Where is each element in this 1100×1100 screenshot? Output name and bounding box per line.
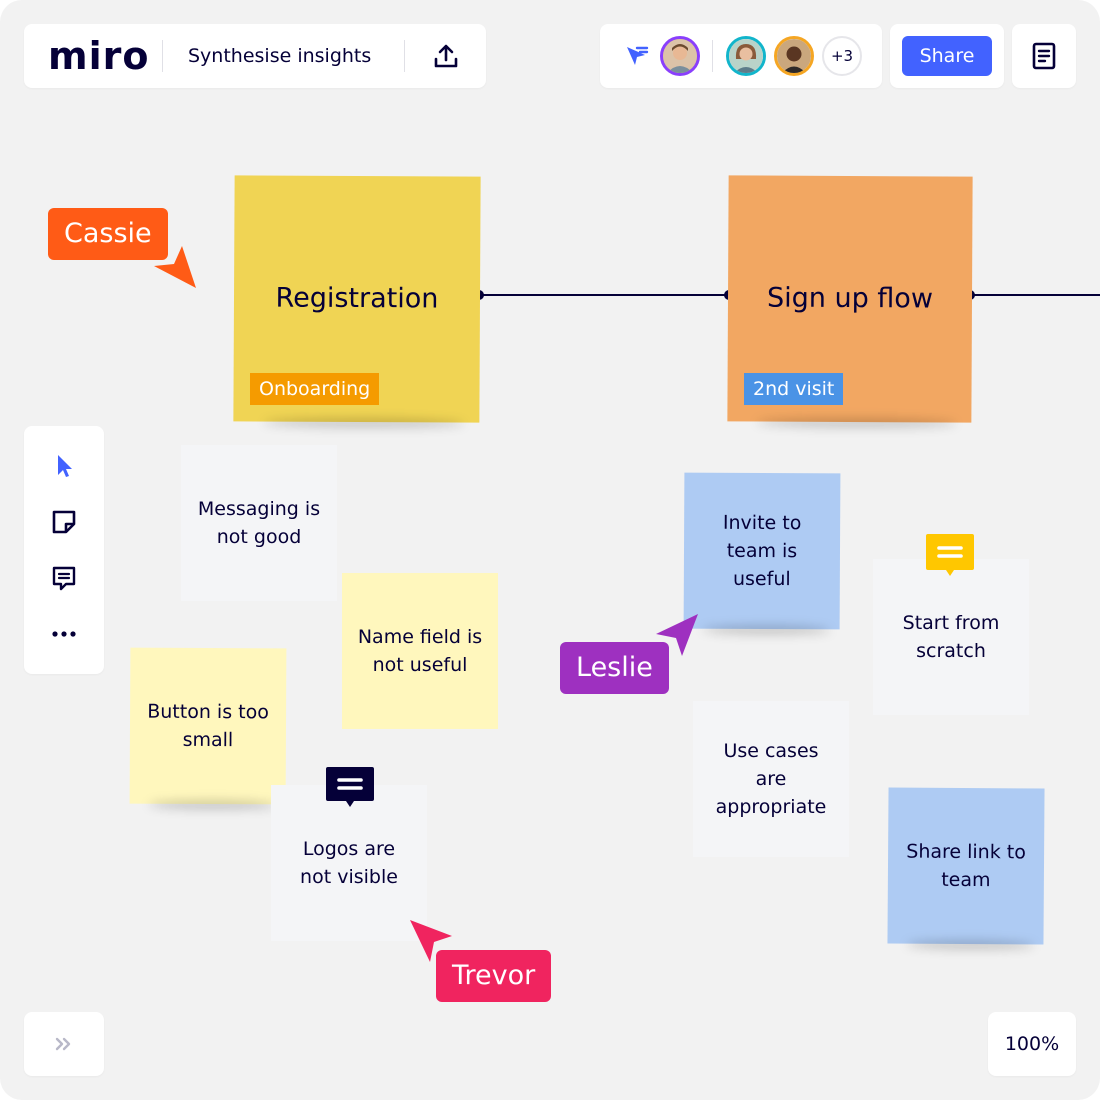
follow-cursor-icon xyxy=(627,46,649,65)
divider xyxy=(162,40,163,72)
cursor-label-trevor: Trevor xyxy=(436,950,552,1002)
sticky-note-text: Button is too small xyxy=(147,700,269,752)
cursor-arrow-icon xyxy=(410,920,452,962)
comment-badge-icon[interactable] xyxy=(924,532,976,580)
cursor-arrow-icon xyxy=(154,246,196,288)
board-header: miro Synthesise insights xyxy=(24,24,486,88)
comment-icon xyxy=(52,566,76,591)
cursor-arrow-icon xyxy=(656,614,698,656)
sticky-note-tool[interactable] xyxy=(44,502,84,542)
zoom-level: 100% xyxy=(1004,1033,1060,1055)
cursor-label-cassie: Cassie xyxy=(48,208,168,260)
divider xyxy=(712,40,713,72)
follow-cursor-button[interactable] xyxy=(622,42,650,70)
share-button[interactable]: Share xyxy=(902,36,992,76)
comment-badge-icon[interactable] xyxy=(324,765,376,811)
sticky-note-text: Sign up flow xyxy=(766,282,934,315)
sticky-note-text: Invite to team is useful xyxy=(722,511,802,591)
sticky-note[interactable]: Start from scratch xyxy=(873,559,1029,715)
avatar[interactable] xyxy=(726,36,766,76)
document-icon xyxy=(1032,42,1056,70)
comment-tool[interactable] xyxy=(44,558,84,598)
sticky-note-text: Name field is not useful xyxy=(357,626,483,676)
sticky-note-text: Share link to team xyxy=(906,840,1026,892)
divider xyxy=(404,40,405,72)
cursor-label-leslie: Leslie xyxy=(560,642,669,694)
tag-onboarding[interactable]: Onboarding xyxy=(250,373,380,405)
connector-line[interactable] xyxy=(480,294,730,296)
sticky-note-text: Logos are not visible xyxy=(300,838,398,888)
select-tool[interactable] xyxy=(44,446,84,486)
sticky-note-text: Registration xyxy=(275,282,439,315)
left-toolbar xyxy=(24,426,104,674)
avatar[interactable] xyxy=(774,36,814,76)
sticky-note[interactable]: Messaging is not good xyxy=(181,445,337,601)
more-tools-button[interactable] xyxy=(44,614,84,654)
sticky-note[interactable]: Name field is not useful xyxy=(342,573,498,729)
upload-icon xyxy=(434,44,458,68)
more-collaborators-count[interactable]: +3 xyxy=(822,36,862,76)
sticky-note[interactable]: Button is too small xyxy=(129,647,287,805)
collaborators-bar: +3 xyxy=(600,24,882,88)
sticky-note[interactable]: Use cases are appropriate xyxy=(693,701,849,857)
sticky-note[interactable]: Invite to team is useful xyxy=(683,472,841,630)
connector-line[interactable] xyxy=(970,294,1100,296)
miro-logo[interactable]: miro xyxy=(48,34,150,78)
more-horizontal-icon xyxy=(52,631,76,637)
board-notes-button[interactable] xyxy=(1012,24,1076,88)
avatar[interactable] xyxy=(660,36,700,76)
expand-panel-button[interactable] xyxy=(24,1012,104,1076)
sticky-note-text: Start from scratch xyxy=(902,612,1000,662)
export-button[interactable] xyxy=(428,38,464,74)
zoom-control[interactable]: 100% xyxy=(988,1012,1076,1076)
avatar-face-icon xyxy=(663,39,697,73)
sticky-note-text: Use cases are appropriate xyxy=(715,740,827,818)
avatar-face-icon xyxy=(777,39,811,73)
sticky-note-icon xyxy=(52,510,76,534)
sticky-note[interactable]: Logos are not visible xyxy=(271,785,427,941)
avatar-face-icon xyxy=(729,39,763,73)
double-chevron-right-icon xyxy=(55,1037,71,1051)
share-panel: Share xyxy=(890,24,1004,88)
sticky-note-text: Messaging is not good xyxy=(197,498,321,548)
pointer-icon xyxy=(58,455,72,477)
sticky-note[interactable]: Share link to team xyxy=(887,787,1045,945)
board-title[interactable]: Synthesise insights xyxy=(188,45,372,67)
tag-2nd-visit[interactable]: 2nd visit xyxy=(744,373,844,405)
